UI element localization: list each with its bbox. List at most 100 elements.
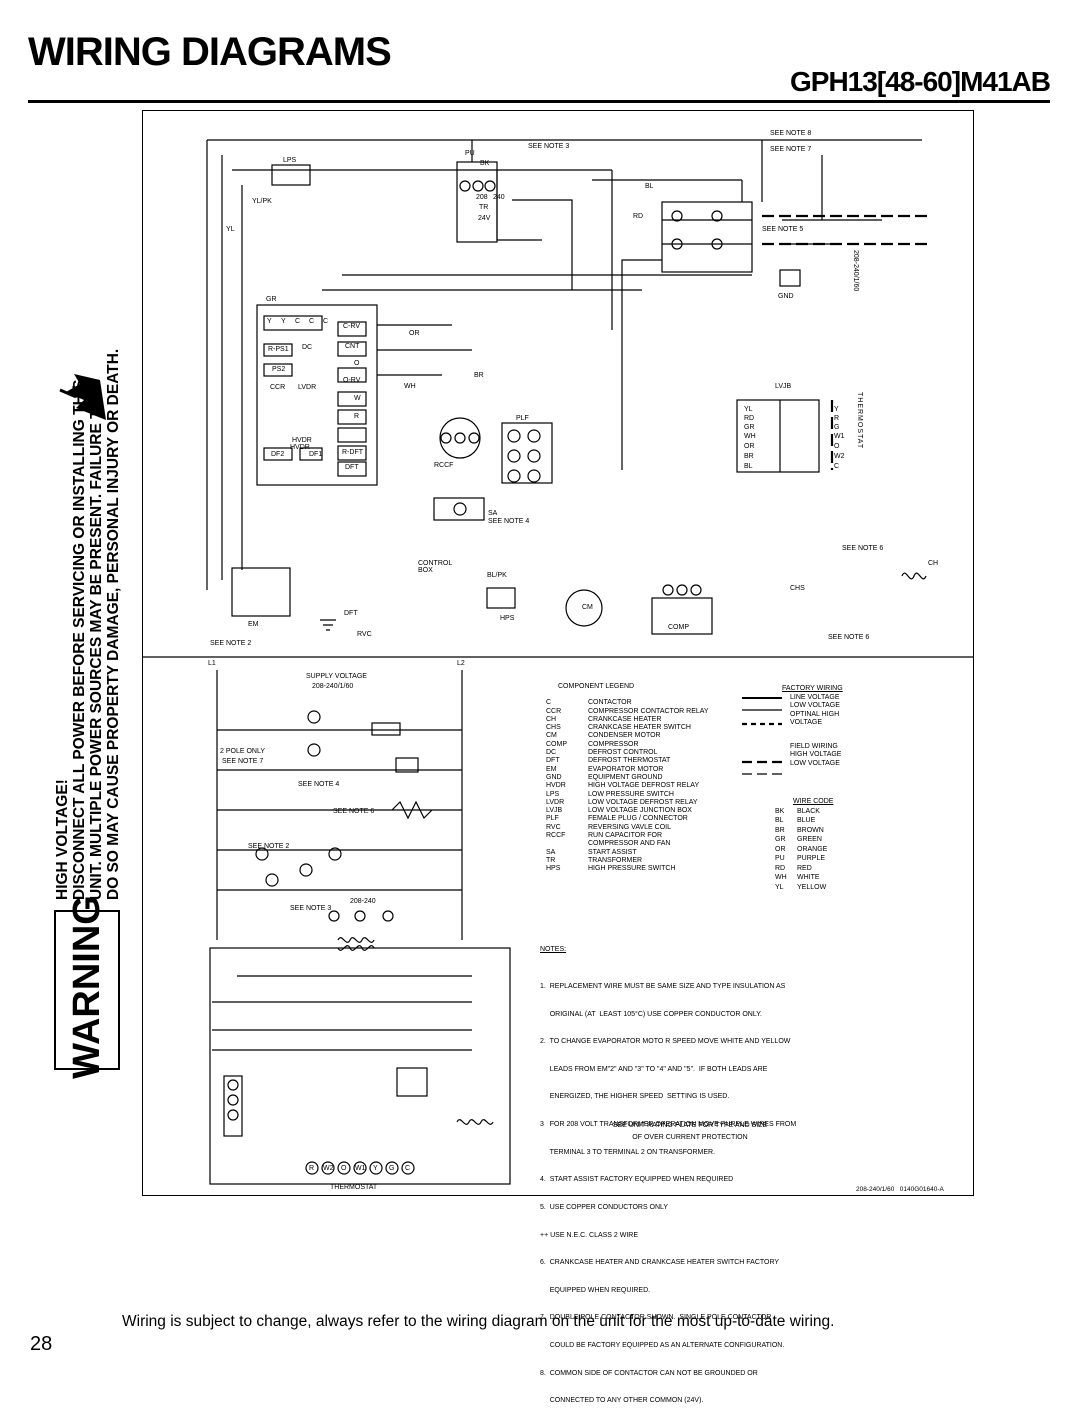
- label-see-note-5: SEE NOTE 5: [762, 226, 804, 233]
- label-board-orv: O-RV: [343, 377, 361, 384]
- legend-desc: DEFROST CONTROL: [588, 749, 658, 757]
- label-board-rdft: R-DFT: [342, 449, 363, 456]
- wire-code: BL: [775, 817, 784, 824]
- label-lps: LPS: [283, 157, 297, 164]
- wire-code: BR: [775, 826, 785, 834]
- label-24v: 24V: [478, 215, 491, 222]
- note-line: ++ USE N.E.C. CLASS 2 WIRE: [540, 1231, 639, 1239]
- diagram-frame: [142, 110, 974, 1196]
- label-em: EM: [248, 621, 259, 628]
- legend-desc: CONTACTOR: [588, 699, 632, 707]
- legend-title: COMPONENT LEGEND: [558, 683, 635, 690]
- label-board-df1: DF1: [309, 451, 323, 458]
- lvjb-box: [736, 399, 820, 473]
- label-board-df2: DF2: [271, 451, 285, 458]
- legend-code: HPS: [546, 865, 561, 873]
- thermostat-terminals: [305, 1161, 415, 1175]
- compressor: [651, 597, 713, 635]
- label-sa: SA: [488, 510, 498, 517]
- label-lvjb-yl: YL: [744, 406, 753, 413]
- crankcase-heater: [901, 572, 927, 580]
- legend-code: CM: [546, 732, 557, 740]
- label-board-y1: Y: [267, 318, 272, 325]
- wire-code: WH: [775, 874, 787, 881]
- label-ladder-note2: SEE NOTE 2: [248, 843, 290, 850]
- note-line: TERMINAL 3 TO TERMINAL 2 ON TRANSFORMER.: [540, 1148, 716, 1156]
- factory-wiring-optional: OPTINAL HIGH: [790, 710, 840, 718]
- label-208: 208: [476, 194, 488, 201]
- label-control-box: CONTROL BOX: [418, 560, 452, 574]
- label-board-cnt: CNT: [345, 343, 360, 350]
- label-tstat-g: G: [389, 1165, 395, 1172]
- page-number: 28: [30, 1333, 53, 1355]
- legend-code: GND: [546, 773, 562, 781]
- legend-desc: COMPRESSOR CONTACTOR RELAY: [588, 707, 709, 715]
- wiring-line-samples: [742, 697, 782, 775]
- label-pu-1: PU: [465, 150, 475, 157]
- legend-code: TR: [546, 856, 556, 864]
- factory-wiring-title: FACTORY WIRING: [782, 685, 843, 692]
- shock-hand-icon: [59, 374, 106, 420]
- label-lvjb-gr: GR: [744, 424, 755, 431]
- legend-desc: TRANSFORMER: [588, 856, 643, 864]
- notes-section: NOTES: 1. REPLACEMENT WIRE MUST BE SAME …: [540, 927, 796, 1415]
- legend-code: COMP: [546, 740, 567, 748]
- note-line: 3 FOR 208 VOLT TRANSFORMER OPERATION MOV…: [540, 1121, 797, 1129]
- y-terminal-strip: [263, 315, 323, 331]
- label-lvjb-bl: BL: [744, 463, 753, 470]
- label-board-w: W: [354, 395, 361, 402]
- label-ladder-note6: SEE NOTE 6: [333, 808, 375, 815]
- factory-wiring-voltage: VOLTAGE: [790, 719, 823, 726]
- notes-title: NOTES:: [540, 946, 567, 954]
- note-line: CONNECTED TO ANY OTHER COMMON (24V).: [540, 1397, 704, 1405]
- label-gr-1: GR: [266, 296, 277, 303]
- footer-note: Wiring is subject to change, always refe…: [122, 1313, 835, 1330]
- note-line: ORIGINAL (AT LEAST 105°C) USE COPPER CON…: [540, 1010, 762, 1018]
- label-ladder-note3: SEE NOTE 3: [290, 905, 332, 912]
- legend-desc: FEMALE PLUG / CONNECTOR: [588, 815, 688, 823]
- note-line: COULD BE FACTORY EQUIPPED AS AN ALTERNAT…: [540, 1341, 785, 1349]
- label-ladder-note4: SEE NOTE 4: [298, 781, 340, 788]
- label-see-note-4: SEE NOTE 4: [488, 518, 530, 525]
- label-see-note-6b: SEE NOTE 6: [828, 634, 870, 641]
- rating-line-2: OF OVER CURRENT PROTECTION: [632, 1134, 748, 1141]
- label-thermostat: THERMOSTAT: [330, 1184, 378, 1191]
- label-plf: PLF: [516, 415, 529, 422]
- wire-color: BLACK: [797, 807, 820, 815]
- note-line: 6. CRANKCASE HEATER AND CRANKCASE HEATER…: [540, 1259, 780, 1267]
- legend-code: DC: [546, 749, 557, 757]
- label-lvjb-w1: W1: [834, 433, 845, 440]
- label-lvjb-wh: WH: [744, 433, 756, 440]
- label-cm: CM: [582, 604, 593, 611]
- female-plug: [501, 422, 553, 484]
- legend-code: C: [546, 699, 552, 707]
- label-hvdr: HVDR: [292, 437, 312, 444]
- wire-code: OR: [775, 845, 786, 853]
- factory-wiring-low: LOW VOLTAGE: [790, 702, 840, 709]
- defrost-control-board: [256, 304, 378, 486]
- label-ladder-note7: SEE NOTE 7: [222, 758, 264, 765]
- legend-desc: RUN CAPACITOR FOR: [588, 832, 663, 840]
- label-board-crv: C-RV: [343, 323, 360, 330]
- legend-desc: CRANKCASE HEATER: [588, 715, 662, 723]
- label-hps: HPS: [500, 615, 515, 622]
- label-lvjb-o: O: [834, 443, 840, 450]
- label-lvjb: LVJB: [775, 383, 792, 390]
- label-board-rps1: R-PS1: [268, 346, 289, 353]
- wire-code: YL: [775, 883, 784, 891]
- legend-code: RVC: [546, 823, 561, 831]
- label-240: 240: [493, 194, 505, 201]
- label-lvjb-or: OR: [744, 443, 755, 450]
- run-capacitor: [433, 497, 485, 521]
- label-board-r: R: [354, 413, 360, 420]
- label-tr: TR: [479, 204, 489, 211]
- wire-color: YELLOW: [797, 883, 827, 891]
- plf-connector: [223, 1075, 243, 1137]
- label-board-c2: C: [309, 318, 315, 325]
- legend-desc: LOW PRESSURE SWITCH: [588, 790, 674, 798]
- wire-color: GREEN: [797, 836, 822, 843]
- legend-desc: CRANKCASE HEATER SWITCH: [588, 724, 691, 732]
- note-line: LEADS FROM EM"2" AND "3" TO "4" AND "5".…: [540, 1065, 768, 1073]
